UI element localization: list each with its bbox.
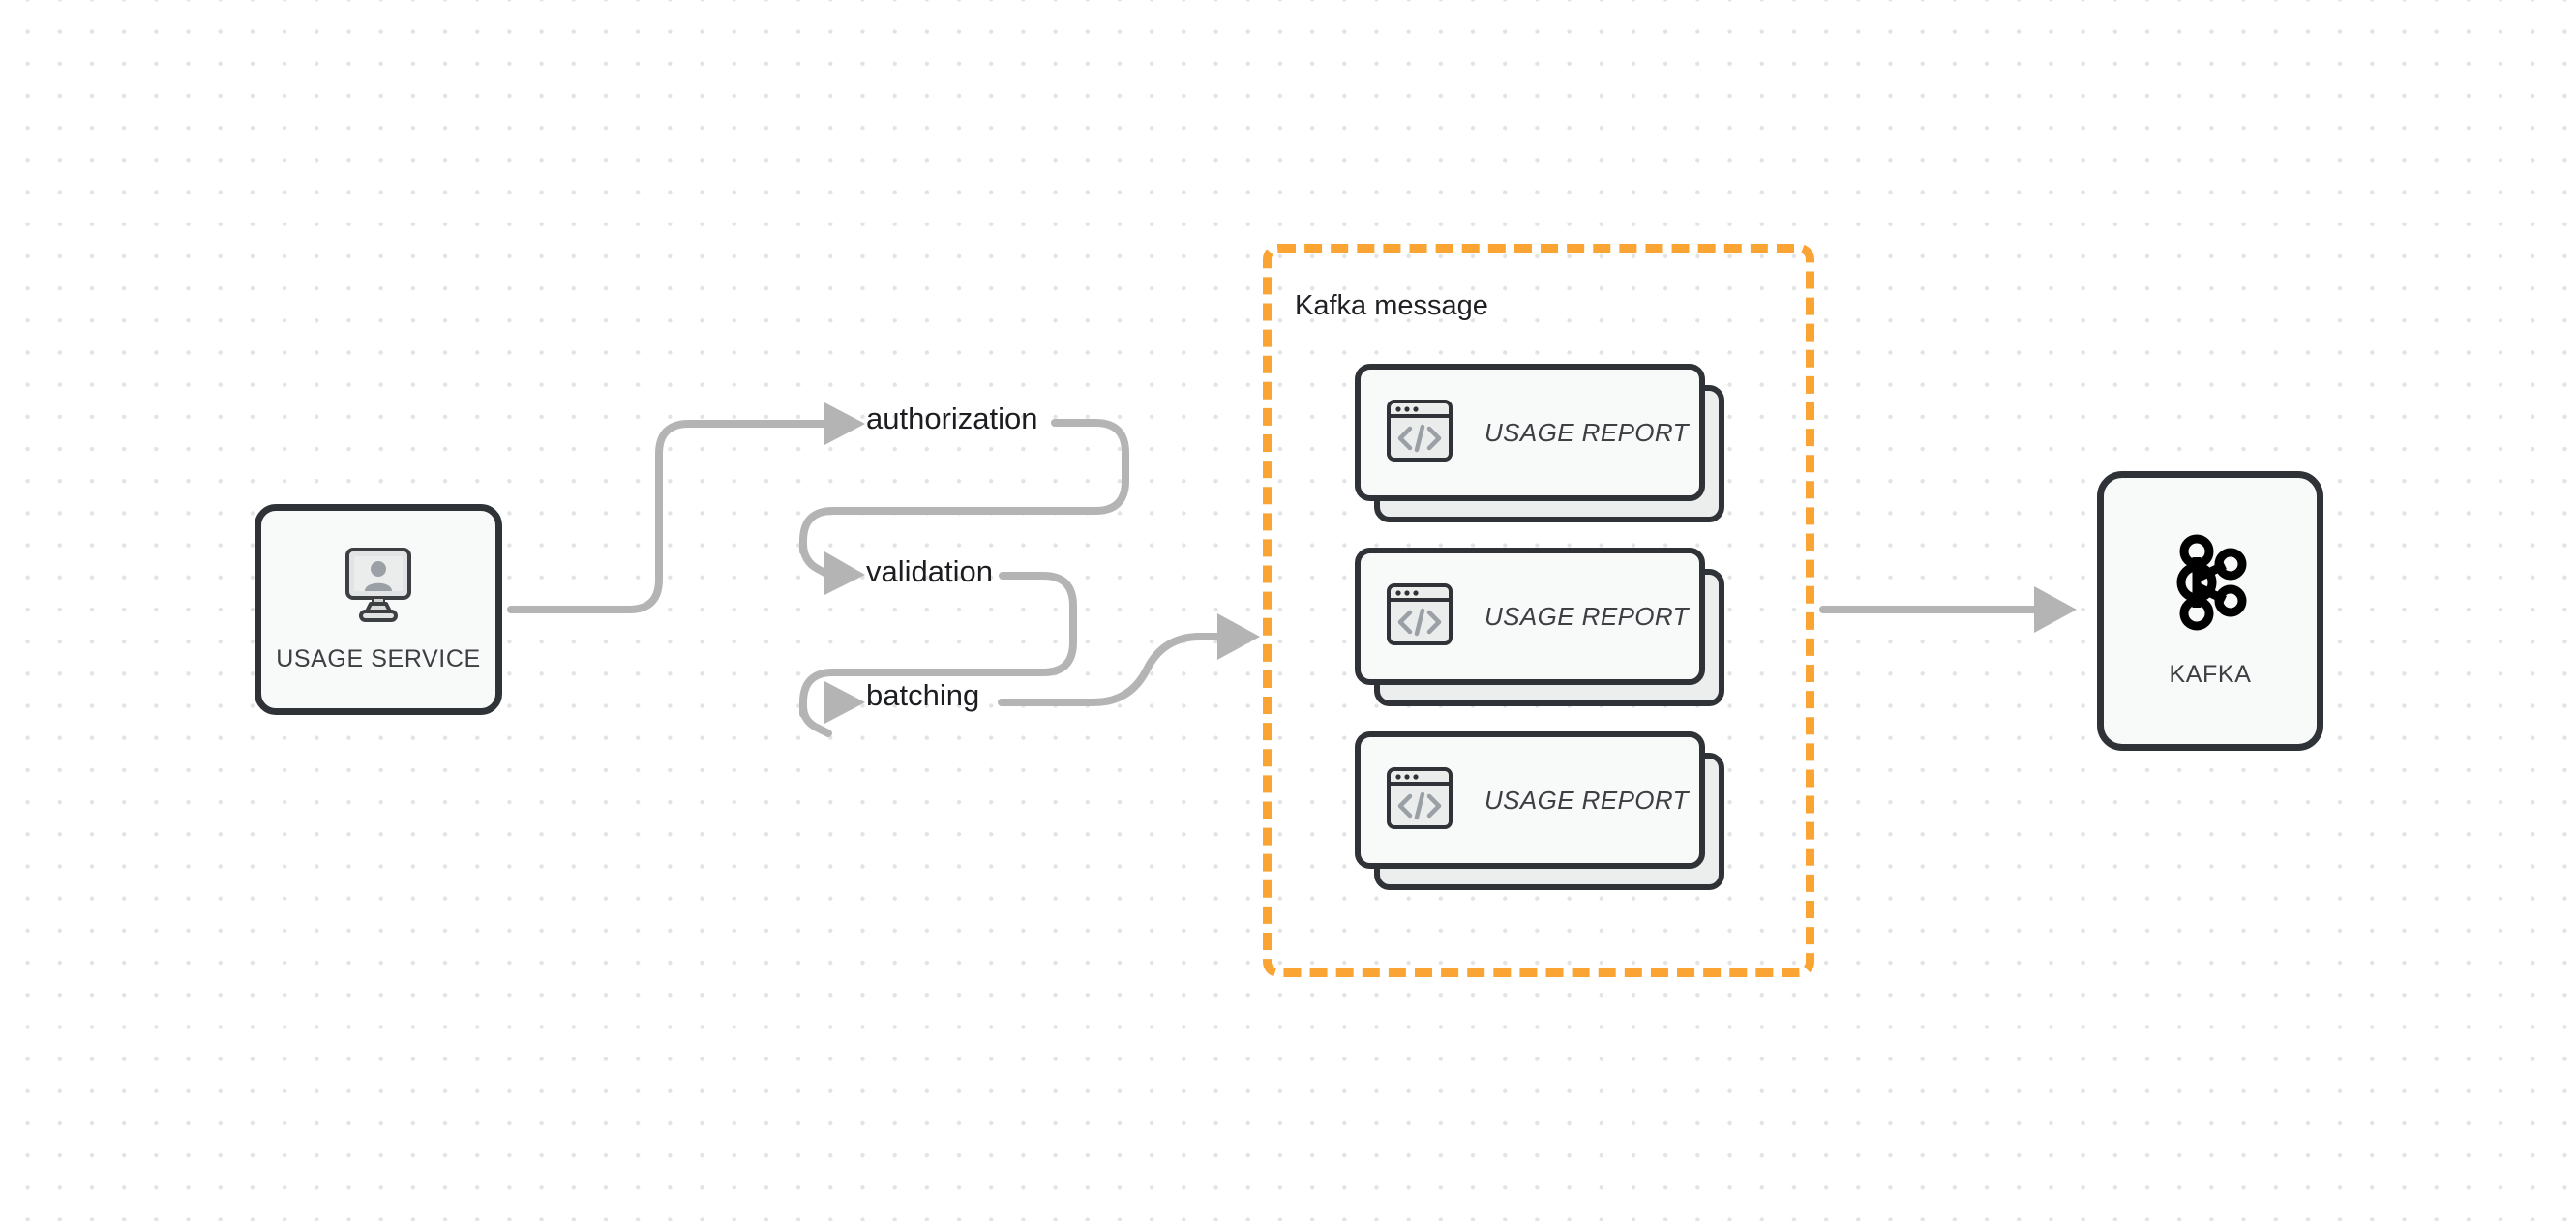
connector-batching-to-kafka-message (998, 613, 1260, 706)
kafka-message-group (1263, 244, 1814, 977)
usage-report-card-label: USAGE REPORT (1484, 417, 1689, 447)
code-window-icon (1386, 397, 1453, 469)
usage-report-card-label: USAGE REPORT (1484, 601, 1689, 631)
usage-report-card[interactable]: USAGE REPORT (1355, 731, 1726, 892)
code-window-icon (1386, 764, 1453, 837)
usage-report-card[interactable]: USAGE REPORT (1355, 364, 1726, 524)
usage-report-card[interactable]: USAGE REPORT (1355, 548, 1726, 708)
node-usage-service-label: USAGE SERVICE (276, 645, 481, 672)
step-label-validation: validation (866, 554, 993, 588)
step-label-batching: batching (866, 678, 980, 712)
kafka-logo-icon (2169, 534, 2252, 636)
usage-report-card-front: USAGE REPORT (1355, 548, 1705, 685)
usage-report-card-label: USAGE REPORT (1484, 785, 1689, 815)
arrowhead-icon (2034, 586, 2077, 633)
usage-report-card-front: USAGE REPORT (1355, 364, 1705, 501)
node-kafka[interactable]: KAFKA (2097, 471, 2323, 751)
arrowhead-icon (824, 551, 865, 595)
connector-usage-service-to-authorization (507, 402, 865, 613)
connector-kafka-message-to-kafka (1819, 586, 2077, 633)
step-label-authorization: authorization (866, 402, 1038, 435)
desktop-user-icon (336, 546, 421, 628)
arrowhead-icon (1217, 613, 1260, 660)
arrowhead-icon (824, 402, 865, 445)
kafka-message-group-title: Kafka message (1295, 290, 1488, 321)
usage-report-card-front: USAGE REPORT (1355, 731, 1705, 869)
arrowhead-icon (824, 681, 865, 724)
node-usage-service[interactable]: USAGE SERVICE (255, 504, 502, 715)
node-kafka-label: KAFKA (2169, 660, 2252, 688)
code-window-icon (1386, 581, 1453, 653)
